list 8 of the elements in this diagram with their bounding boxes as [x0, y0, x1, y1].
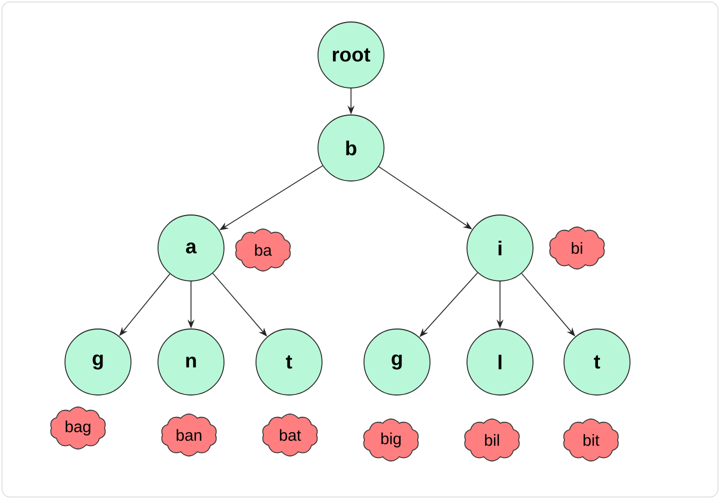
- word-cloud: ban: [161, 414, 217, 456]
- word-cloud: bil: [464, 418, 520, 462]
- word-cloud: bit: [563, 418, 619, 462]
- word-cloud: ba: [235, 228, 291, 272]
- word-cloud: bi: [549, 226, 605, 270]
- word-cloud: big: [363, 418, 419, 462]
- word-cloud: bag: [50, 406, 106, 450]
- word-cloud: bat: [262, 414, 318, 456]
